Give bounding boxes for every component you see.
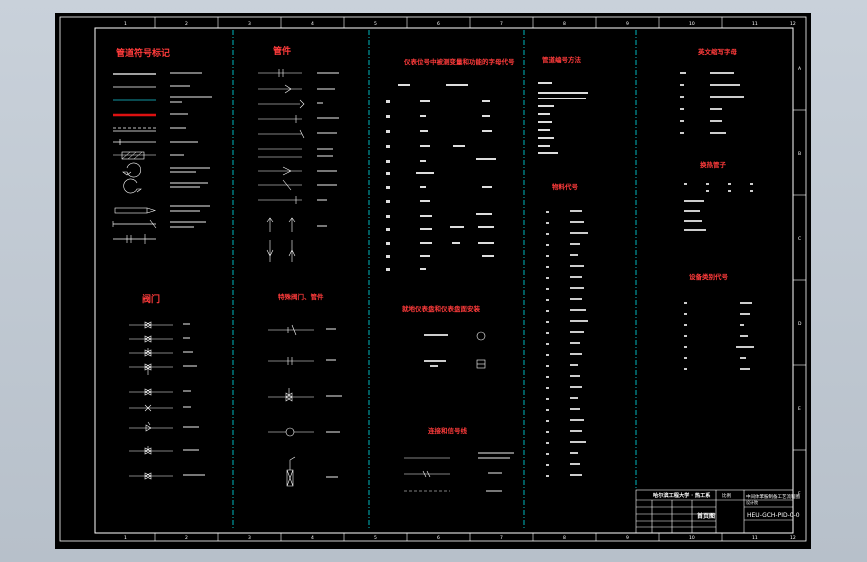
local-panel-title: 就地仪表盘和仪表盘面安装 — [402, 304, 481, 313]
title-block-drawing-number: HEU-GCH-PID-0-0 — [747, 512, 800, 519]
drawing-area — [55, 13, 811, 549]
bottom-number: 1 — [124, 535, 127, 541]
material-codes-title: 物料代号 — [552, 182, 579, 191]
bottom-number: 12 — [790, 535, 796, 541]
abbreviations-title: 英文缩写字母 — [697, 47, 738, 56]
signal-line-labels — [478, 452, 514, 492]
bottom-number: 2 — [185, 535, 188, 541]
bottom-number: 8 — [563, 535, 566, 541]
pipe-codes-title: 管道编号方法 — [542, 55, 582, 64]
bottom-number: 10 — [689, 535, 695, 541]
top-number: 11 — [752, 21, 758, 27]
title-block-design: 设计院 — [746, 499, 758, 505]
signal-lines-title: 连接和信号线 — [428, 426, 468, 435]
title-block-grid — [635, 489, 794, 534]
side-letter: D — [798, 321, 802, 327]
side-letter: F — [798, 491, 801, 497]
bottom-number: 9 — [626, 535, 629, 541]
title-block-school: 哈尔滨工程大学 · 热工系 — [653, 491, 710, 499]
side-letter: C — [798, 236, 801, 242]
top-number: 9 — [626, 21, 629, 27]
bottom-number: 6 — [437, 535, 440, 541]
instrument-code-table — [386, 84, 496, 271]
column-dividers — [232, 30, 637, 530]
signal-line-list — [404, 457, 450, 492]
outer-frame — [59, 16, 807, 542]
equipment-codes-title: 设备类别代号 — [689, 272, 729, 281]
valve-symbol-list — [129, 321, 173, 480]
bottom-number: 3 — [248, 535, 251, 541]
bottom-number: 11 — [752, 535, 758, 541]
abbreviation-table — [680, 72, 744, 134]
side-letter: E — [798, 406, 801, 412]
heat-exchange-table — [684, 183, 753, 231]
top-number: 3 — [248, 21, 251, 27]
pipe-code-example — [538, 82, 588, 154]
top-number: 8 — [563, 21, 566, 27]
fitting-symbol-list — [258, 69, 305, 262]
pipe-symbols-title: 管道符号标记 — [116, 47, 170, 59]
top-number: 10 — [689, 21, 695, 27]
valve-labels — [183, 323, 205, 476]
inner-frame — [94, 27, 794, 534]
top-number: 4 — [311, 21, 314, 27]
bottom-number: 5 — [374, 535, 377, 541]
fitting-labels — [317, 72, 339, 227]
title-block-scale: 比例 — [722, 492, 731, 499]
pipe-symbol-list — [112, 72, 212, 244]
top-number: 5 — [374, 21, 377, 27]
equipment-code-table — [684, 302, 754, 370]
side-letter: A — [798, 66, 802, 72]
frame-labels: 1 2 3 4 5 6 7 8 9 10 11 12 1 2 3 4 5 6 7… — [124, 21, 802, 541]
valves-title: 阀门 — [142, 293, 160, 305]
top-number: 1 — [124, 21, 127, 27]
pipe-fittings-title: 管件 — [273, 45, 291, 57]
bottom-number: 4 — [311, 535, 314, 541]
frame-ruler — [154, 17, 806, 541]
instrument-codes-title: 仪表位号中被测变量和功能的字母代号 — [403, 57, 515, 66]
top-number: 12 — [790, 21, 796, 27]
top-number: 6 — [437, 21, 440, 27]
title-block-sheet: 首页图 — [697, 512, 715, 520]
local-panel-symbols — [424, 331, 486, 369]
top-number: 2 — [185, 21, 188, 27]
special-valve-list — [268, 324, 314, 487]
heat-exchange-title: 换热管子 — [700, 160, 727, 169]
bottom-number: 7 — [500, 535, 503, 541]
material-code-table — [546, 210, 588, 477]
top-number: 7 — [500, 21, 503, 27]
title-block-drawing-title: 中间体苯胺制备工艺流程图 — [746, 493, 800, 500]
special-valves-title: 特殊阀门、管件 — [278, 292, 324, 301]
side-letter: B — [798, 151, 801, 157]
special-valve-labels — [326, 328, 342, 478]
